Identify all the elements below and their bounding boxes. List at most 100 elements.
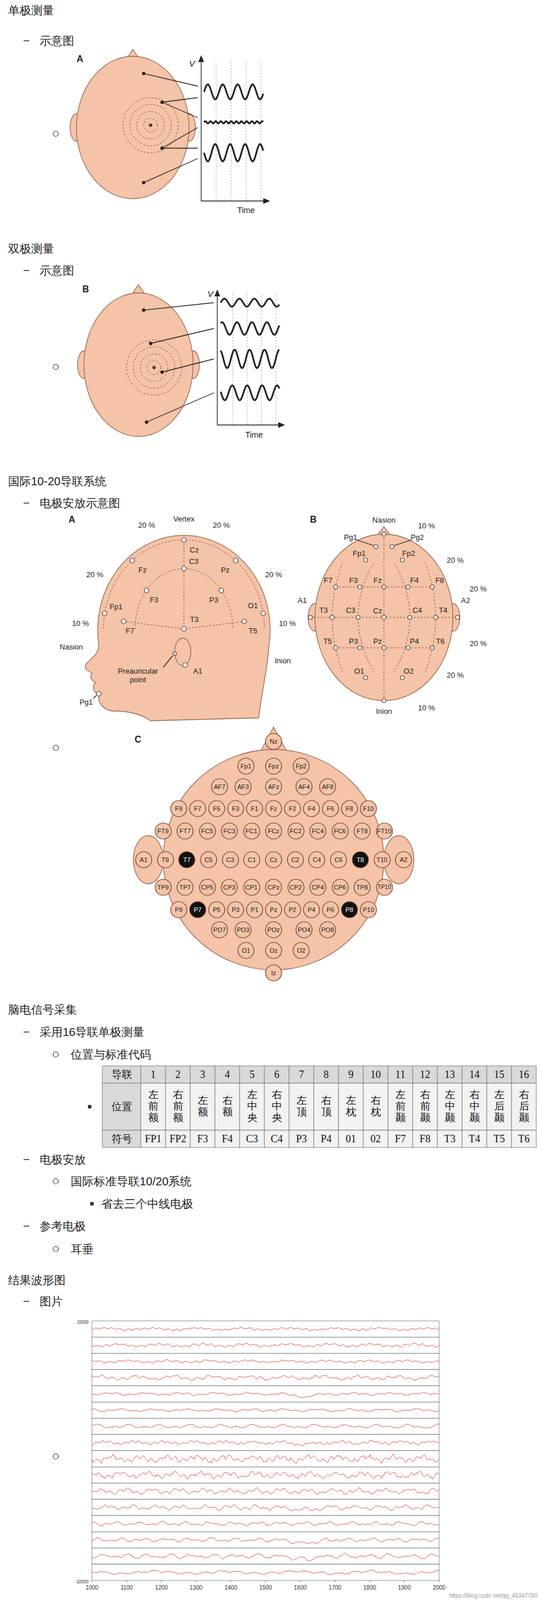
eeg-trace bbox=[91, 1393, 440, 1399]
lead-wire bbox=[143, 302, 214, 311]
trace-panel bbox=[91, 1516, 440, 1533]
side-view-figure bbox=[85, 535, 271, 722]
electrode-ring bbox=[332, 879, 349, 897]
table-cell: C4 bbox=[270, 1134, 283, 1146]
figure-label: F7 bbox=[125, 627, 134, 636]
table-cell-box bbox=[412, 1131, 438, 1149]
electrode-dot bbox=[390, 545, 395, 550]
eeg-trace bbox=[91, 1424, 440, 1430]
list-text: 示意图 bbox=[39, 33, 75, 49]
lead-wire bbox=[162, 359, 214, 373]
table-cell-box bbox=[462, 1084, 487, 1132]
table-cell-box bbox=[486, 1066, 512, 1084]
table-cell-box bbox=[363, 1084, 388, 1132]
table-cell-box bbox=[437, 1084, 463, 1132]
electrode-circle: C2 bbox=[286, 851, 305, 870]
electrode-ring bbox=[296, 779, 313, 796]
table-cell-box bbox=[313, 1131, 339, 1149]
eeg-trace bbox=[91, 1522, 440, 1528]
electrode-circle: P8 bbox=[340, 901, 359, 920]
electrode-circle: PO7 bbox=[210, 921, 229, 940]
table-cell: 符号 bbox=[111, 1134, 133, 1146]
electrode-label: PO3 bbox=[234, 921, 252, 940]
electrode-label: F3 bbox=[227, 800, 245, 818]
figure-label: C3 bbox=[189, 557, 199, 567]
electrode-label: T7 bbox=[178, 851, 196, 870]
electrode-circle: AFz bbox=[264, 778, 283, 797]
electrode-dot bbox=[182, 663, 188, 668]
table-cell-box bbox=[412, 1084, 438, 1132]
electrode-label: P10 bbox=[359, 901, 378, 920]
electrode-circle: Cz bbox=[264, 851, 283, 870]
lead-wire bbox=[162, 147, 198, 149]
list-square bbox=[90, 1202, 94, 1207]
figure-label: 20 % bbox=[469, 585, 487, 594]
electrode-ring bbox=[237, 943, 255, 960]
table-cell-box bbox=[289, 1131, 314, 1149]
figure-label: Fz bbox=[138, 566, 147, 575]
table-cell: 6 bbox=[274, 1069, 280, 1082]
figure-label: Nasion bbox=[372, 516, 396, 525]
electrode-ring bbox=[376, 823, 393, 840]
electrode-circle: CPz bbox=[264, 879, 283, 897]
figure-label: T4 bbox=[438, 606, 448, 615]
axis-arrow bbox=[278, 422, 286, 429]
eeg-trace bbox=[91, 1554, 440, 1563]
figure-label: Pz bbox=[373, 637, 382, 647]
table-cell: F7 bbox=[394, 1134, 406, 1146]
panel-letter: B bbox=[309, 514, 317, 526]
table-cell-box bbox=[338, 1084, 364, 1132]
electrode-label: AF4 bbox=[295, 778, 313, 797]
signal-wave bbox=[220, 322, 280, 336]
leader-line bbox=[356, 540, 374, 547]
table-cell-box bbox=[511, 1066, 537, 1084]
electrode-label: T8 bbox=[351, 851, 369, 870]
electrode-circle: F5 bbox=[208, 800, 226, 818]
electrode-dot bbox=[374, 545, 379, 550]
tick-label: 1400 bbox=[224, 1585, 237, 1593]
electrode-dot bbox=[141, 181, 146, 185]
table-cell: 7 bbox=[298, 1069, 305, 1082]
axis-label: V bbox=[189, 58, 195, 69]
figure-label: 20 % bbox=[86, 570, 104, 580]
electrode-ring bbox=[265, 733, 282, 751]
table-cell-box bbox=[239, 1066, 265, 1084]
electrode-label: POz bbox=[264, 921, 283, 940]
electrode-circle: C4 bbox=[308, 851, 326, 870]
electrode-ring bbox=[287, 879, 305, 897]
electrode-label: O1 bbox=[237, 942, 255, 960]
electrode-circle: P3 bbox=[227, 901, 245, 920]
electrode-circle: CP1 bbox=[243, 879, 261, 897]
figure-label: Inion bbox=[375, 707, 392, 717]
table-cell-box bbox=[313, 1066, 339, 1084]
electrode-circle: Fpz bbox=[264, 758, 283, 776]
electrode-label: C5 bbox=[200, 851, 218, 870]
lead-wire bbox=[143, 73, 198, 87]
table-cell-box bbox=[165, 1131, 191, 1149]
table-cell-box bbox=[190, 1066, 215, 1084]
grid-line bbox=[216, 62, 217, 202]
electrode-label: P2 bbox=[283, 901, 302, 920]
electrode-circle: CP3 bbox=[220, 879, 238, 897]
field-ring bbox=[143, 118, 158, 133]
tick-label: 1500 bbox=[259, 1585, 272, 1593]
electrode-circle: P4 bbox=[302, 901, 321, 920]
figure-label: 10 % bbox=[71, 619, 90, 629]
table-cell: 左前颞 bbox=[395, 1090, 406, 1125]
electrode-ring bbox=[221, 823, 238, 840]
electrode-ring bbox=[265, 852, 282, 869]
table-cell: 14 bbox=[469, 1069, 480, 1082]
electrode-dot bbox=[406, 585, 411, 590]
electrode-ring bbox=[322, 902, 339, 919]
electrode-dot bbox=[260, 611, 266, 617]
electrode-label: O2 bbox=[292, 942, 310, 960]
table-cell: P3 bbox=[296, 1134, 307, 1146]
electrode-dot bbox=[382, 532, 387, 537]
electrode-label: F10 bbox=[359, 800, 378, 818]
electrode-ring bbox=[177, 879, 194, 897]
list-circle bbox=[53, 746, 59, 752]
trace-panel bbox=[91, 1354, 440, 1371]
electrode-dot bbox=[102, 611, 107, 617]
